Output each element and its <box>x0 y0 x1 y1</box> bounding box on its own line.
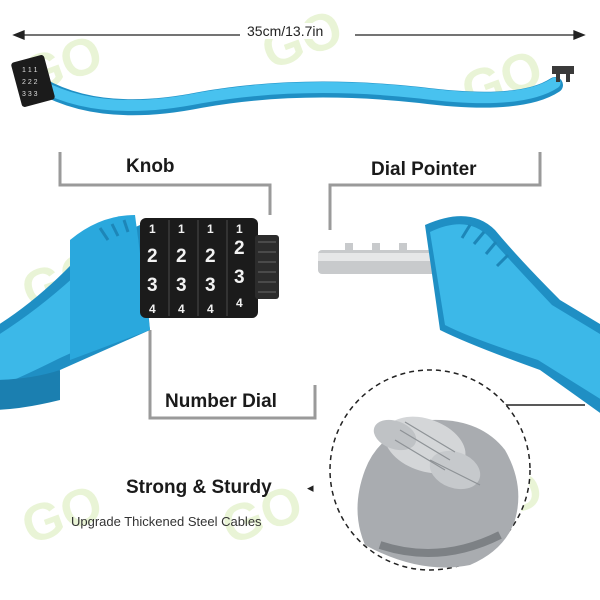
svg-text:2 2 2: 2 2 2 <box>22 79 38 86</box>
dimension-arrow <box>12 30 586 40</box>
right-cable-end <box>425 216 600 413</box>
steel-cable-caption: Upgrade Thickened Steel Cables <box>71 514 262 529</box>
dial-digit: 4 <box>236 296 243 310</box>
dial-digit: 2 <box>234 238 245 259</box>
dial-digit: 4 <box>207 302 214 316</box>
steel-cable-detail <box>329 369 531 571</box>
dial-digit: 3 <box>234 267 245 288</box>
dial-digits: 1 1 1 1 2 2 2 2 3 3 3 3 4 4 4 4 <box>140 220 258 316</box>
number-dial-wheels <box>140 218 279 318</box>
svg-text:1 1 1: 1 1 1 <box>22 67 38 74</box>
dial-digit: 1 <box>149 222 156 236</box>
cable-overview: 1 1 1 2 2 2 3 3 3 <box>11 55 574 116</box>
dimension-label: 35cm/13.7in <box>244 23 327 39</box>
shackle-key <box>318 243 438 274</box>
dial-digit: 1 <box>236 222 243 236</box>
dial-digit: 2 <box>147 246 158 267</box>
dial-digit: 1 <box>178 222 185 236</box>
dial-digit: 2 <box>205 246 216 267</box>
left-cable-end <box>0 215 150 410</box>
dial-digit: 4 <box>178 302 185 316</box>
dial-pointer-callout: Dial Pointer <box>371 159 477 180</box>
dial-digit: 4 <box>149 302 156 316</box>
dial-digit: 2 <box>176 246 187 267</box>
number-dial-callout: Number Dial <box>165 391 277 412</box>
dial-digit: 3 <box>176 275 187 296</box>
strong-sturdy-heading: Strong & Sturdy <box>126 477 272 498</box>
callout-brackets <box>58 152 542 420</box>
knob-callout: Knob <box>126 156 175 177</box>
svg-text:GO: GO <box>454 39 550 121</box>
pointer-arrow-icon: ◂ <box>307 480 314 495</box>
dial-digit: 3 <box>205 275 216 296</box>
dial-digit: 3 <box>147 275 158 296</box>
dial-digit: 1 <box>207 222 214 236</box>
svg-text:GO: GO <box>254 0 350 81</box>
svg-text:3 3 3: 3 3 3 <box>22 91 38 98</box>
